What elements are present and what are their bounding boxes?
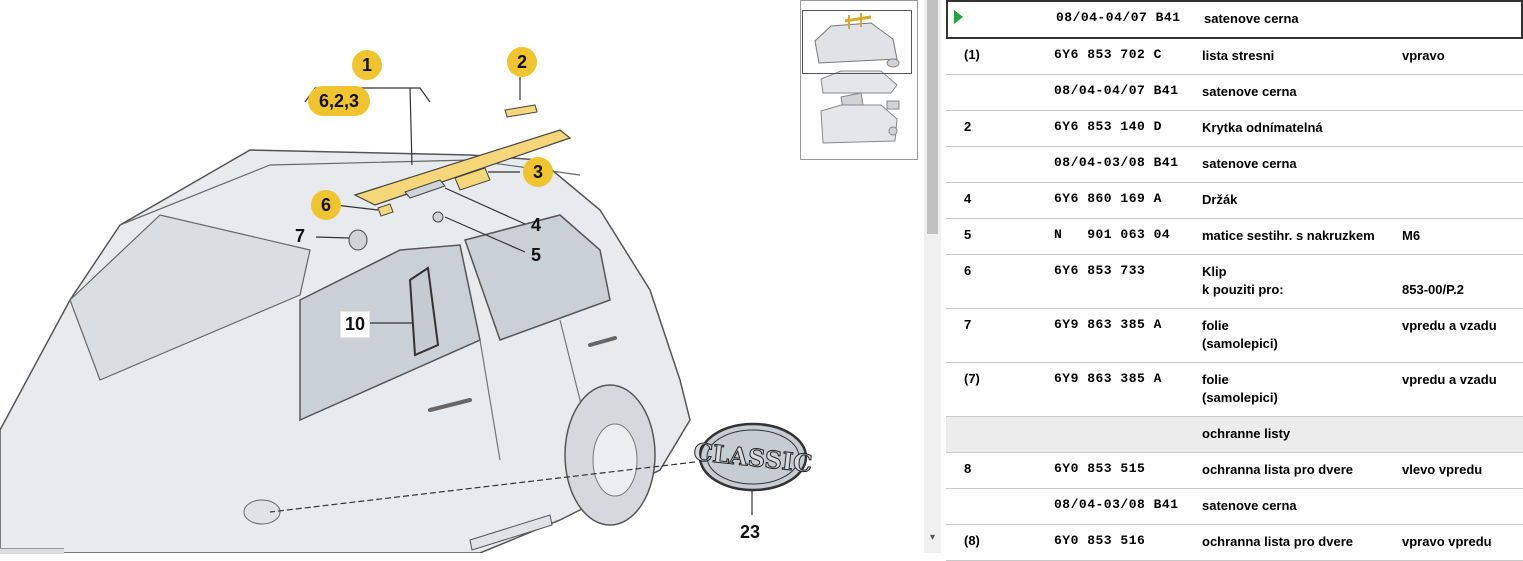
row-description: folie (samolepici) (1202, 372, 1278, 405)
row-part-number: 08/04-04/07 B41 (1054, 83, 1179, 98)
row-part-number: 6Y6 853 702 C (1054, 47, 1162, 62)
selected-row-arrow-icon (954, 10, 963, 24)
callout-6-2-3[interactable]: 6,2,3 (308, 86, 370, 116)
row-note: vpredu a vzadu (1402, 372, 1497, 387)
fuel-cap (243, 499, 281, 525)
parts-row[interactable]: 08/04-03/08 B41 satenove cerna (946, 489, 1523, 525)
overview-thumbnail[interactable] (800, 0, 918, 160)
row-position: 2 (964, 119, 972, 134)
parts-diagram: CLASSIC 1 2 3 6 6,2,3 4 5 7 10 23 (0, 47, 815, 553)
row-note: vpravo vpredu (1402, 534, 1492, 549)
row-description: lista stresni (1202, 48, 1275, 63)
thumbnail-image (814, 13, 900, 144)
row-part-number: 6Y6 860 169 A (1054, 191, 1162, 206)
callout-23[interactable]: 23 (740, 522, 761, 542)
row-position: 7 (964, 317, 972, 332)
callout-2[interactable]: 2 (507, 47, 537, 77)
bracket (404, 179, 446, 199)
parts-row[interactable]: 08/04-04/07 B41 satenove cerna (946, 0, 1523, 39)
row-position: 6 (964, 263, 972, 278)
row-note: vpredu a vzadu (1402, 318, 1497, 333)
row-position: (7) (964, 371, 980, 386)
clip (377, 203, 394, 217)
callout-1[interactable]: 1 (352, 50, 382, 80)
row-description: ochranna lista pro dvere (1202, 462, 1353, 477)
row-part-number: N 901 063 04 (1054, 227, 1171, 242)
parts-row[interactable]: 5 N 901 063 04 matice sestihr. s nakruzkem… (946, 219, 1523, 255)
row-position: 4 (964, 191, 972, 206)
row-part-number: 6Y6 853 140 D (1054, 119, 1162, 134)
row-description: satenove cerna (1204, 11, 1299, 26)
row-part-number: 6Y9 863 385 A (1054, 371, 1162, 386)
rear-window (69, 214, 311, 381)
classic-emblem (698, 422, 808, 492)
door-handle-rear (588, 336, 617, 347)
parts-row[interactable]: 8 6Y0 853 515 ochranna lista pro dvere vlev… (946, 453, 1523, 489)
row-description: Krytka odnímatelná (1202, 120, 1323, 135)
plug (348, 229, 368, 251)
parts-row[interactable]: (1) 6Y6 853 702 C lista stresni vpravo (946, 39, 1523, 75)
leader-lines (269, 77, 753, 515)
thumbnail-selection-frame[interactable] (802, 10, 912, 74)
rail-cap (504, 104, 538, 118)
side-window-front (299, 244, 481, 422)
row-description: matice sestihr. s nakruzkem (1202, 228, 1375, 243)
row-description: folie (samolepici) (1202, 318, 1278, 351)
callout-6[interactable]: 6 (311, 190, 341, 220)
row-position: (1) (964, 47, 980, 62)
row-note: vpravo (1402, 48, 1445, 63)
side-window-rear (464, 214, 611, 341)
parts-row[interactable]: 4 6Y6 860 169 A Držák (946, 183, 1523, 219)
row-note: vlevo vpredu (1402, 462, 1483, 477)
row-part-number: 08/04-03/08 B41 (1054, 155, 1179, 170)
scrollbar-thumb[interactable] (927, 0, 938, 234)
parts-row[interactable]: (8) 6Y0 853 516 ochranna lista pro dvere vp… (946, 525, 1523, 561)
row-part-number: 6Y0 853 516 (1054, 533, 1146, 548)
callout-5[interactable]: 5 (531, 245, 542, 265)
parts-row[interactable]: ochranne listy (946, 417, 1523, 453)
callout-4[interactable]: 4 (531, 215, 542, 235)
row-part-number: 6Y0 853 515 (1054, 461, 1146, 476)
rear-wheel-hub (592, 423, 638, 497)
row-description: satenove cerna (1202, 498, 1297, 513)
row-description: Držák (1202, 192, 1238, 207)
row-note: 853-00/P.2 (1402, 282, 1464, 297)
row-part-number: 6Y9 863 385 A (1054, 317, 1162, 332)
row-position: 5 (964, 227, 972, 242)
row-description: ochranna lista pro dvere (1202, 534, 1353, 549)
scroll-down-arrow-icon[interactable]: ▾ (929, 532, 936, 543)
door-handle (428, 398, 472, 412)
horizontal-scrollbar-edge[interactable] (0, 548, 64, 554)
roof-rail (353, 129, 572, 206)
row-position: (8) (964, 533, 980, 548)
parts-row[interactable]: 2 6Y6 853 140 D Krytka odnímatelná (946, 111, 1523, 147)
callout-7[interactable]: 7 (295, 226, 306, 246)
callout-10[interactable]: 10 (340, 311, 371, 338)
row-position: 8 (964, 461, 972, 476)
row-part-number: 08/04-04/07 B41 (1056, 10, 1181, 25)
callout-3[interactable]: 3 (523, 157, 553, 187)
car-illustration: CLASSIC (0, 77, 814, 553)
parts-row[interactable]: 08/04-04/07 B41 satenove cerna (946, 75, 1523, 111)
row-description: Klip k pouziti pro: (1202, 264, 1284, 297)
parts-row[interactable]: 08/04-03/08 B41 satenove cerna (946, 147, 1523, 183)
row-description: satenove cerna (1202, 156, 1297, 171)
parts-table: 08/04-04/07 B41 satenove cerna (1) 6Y6 853 … (946, 0, 1523, 561)
row-description: satenove cerna (1202, 84, 1297, 99)
row-note: M6 (1402, 228, 1421, 243)
parts-row[interactable]: (7) 6Y9 863 385 A folie (samolepici) vpredu… (946, 363, 1523, 417)
row-part-number: 08/04-03/08 B41 (1054, 497, 1179, 512)
pillar-foil (408, 266, 440, 357)
parts-row[interactable]: 7 6Y9 863 385 A folie (samolepici) vpredu a… (946, 309, 1523, 363)
parts-row[interactable]: 6 6Y6 853 733 Klip k pouziti pro: 853-00/P… (946, 255, 1523, 309)
row-part-number: 6Y6 853 733 (1054, 263, 1146, 278)
row-description: ochranne listy (1202, 426, 1291, 441)
side-trim (469, 514, 553, 551)
nut (432, 211, 444, 223)
rail-end-cover (454, 167, 491, 191)
